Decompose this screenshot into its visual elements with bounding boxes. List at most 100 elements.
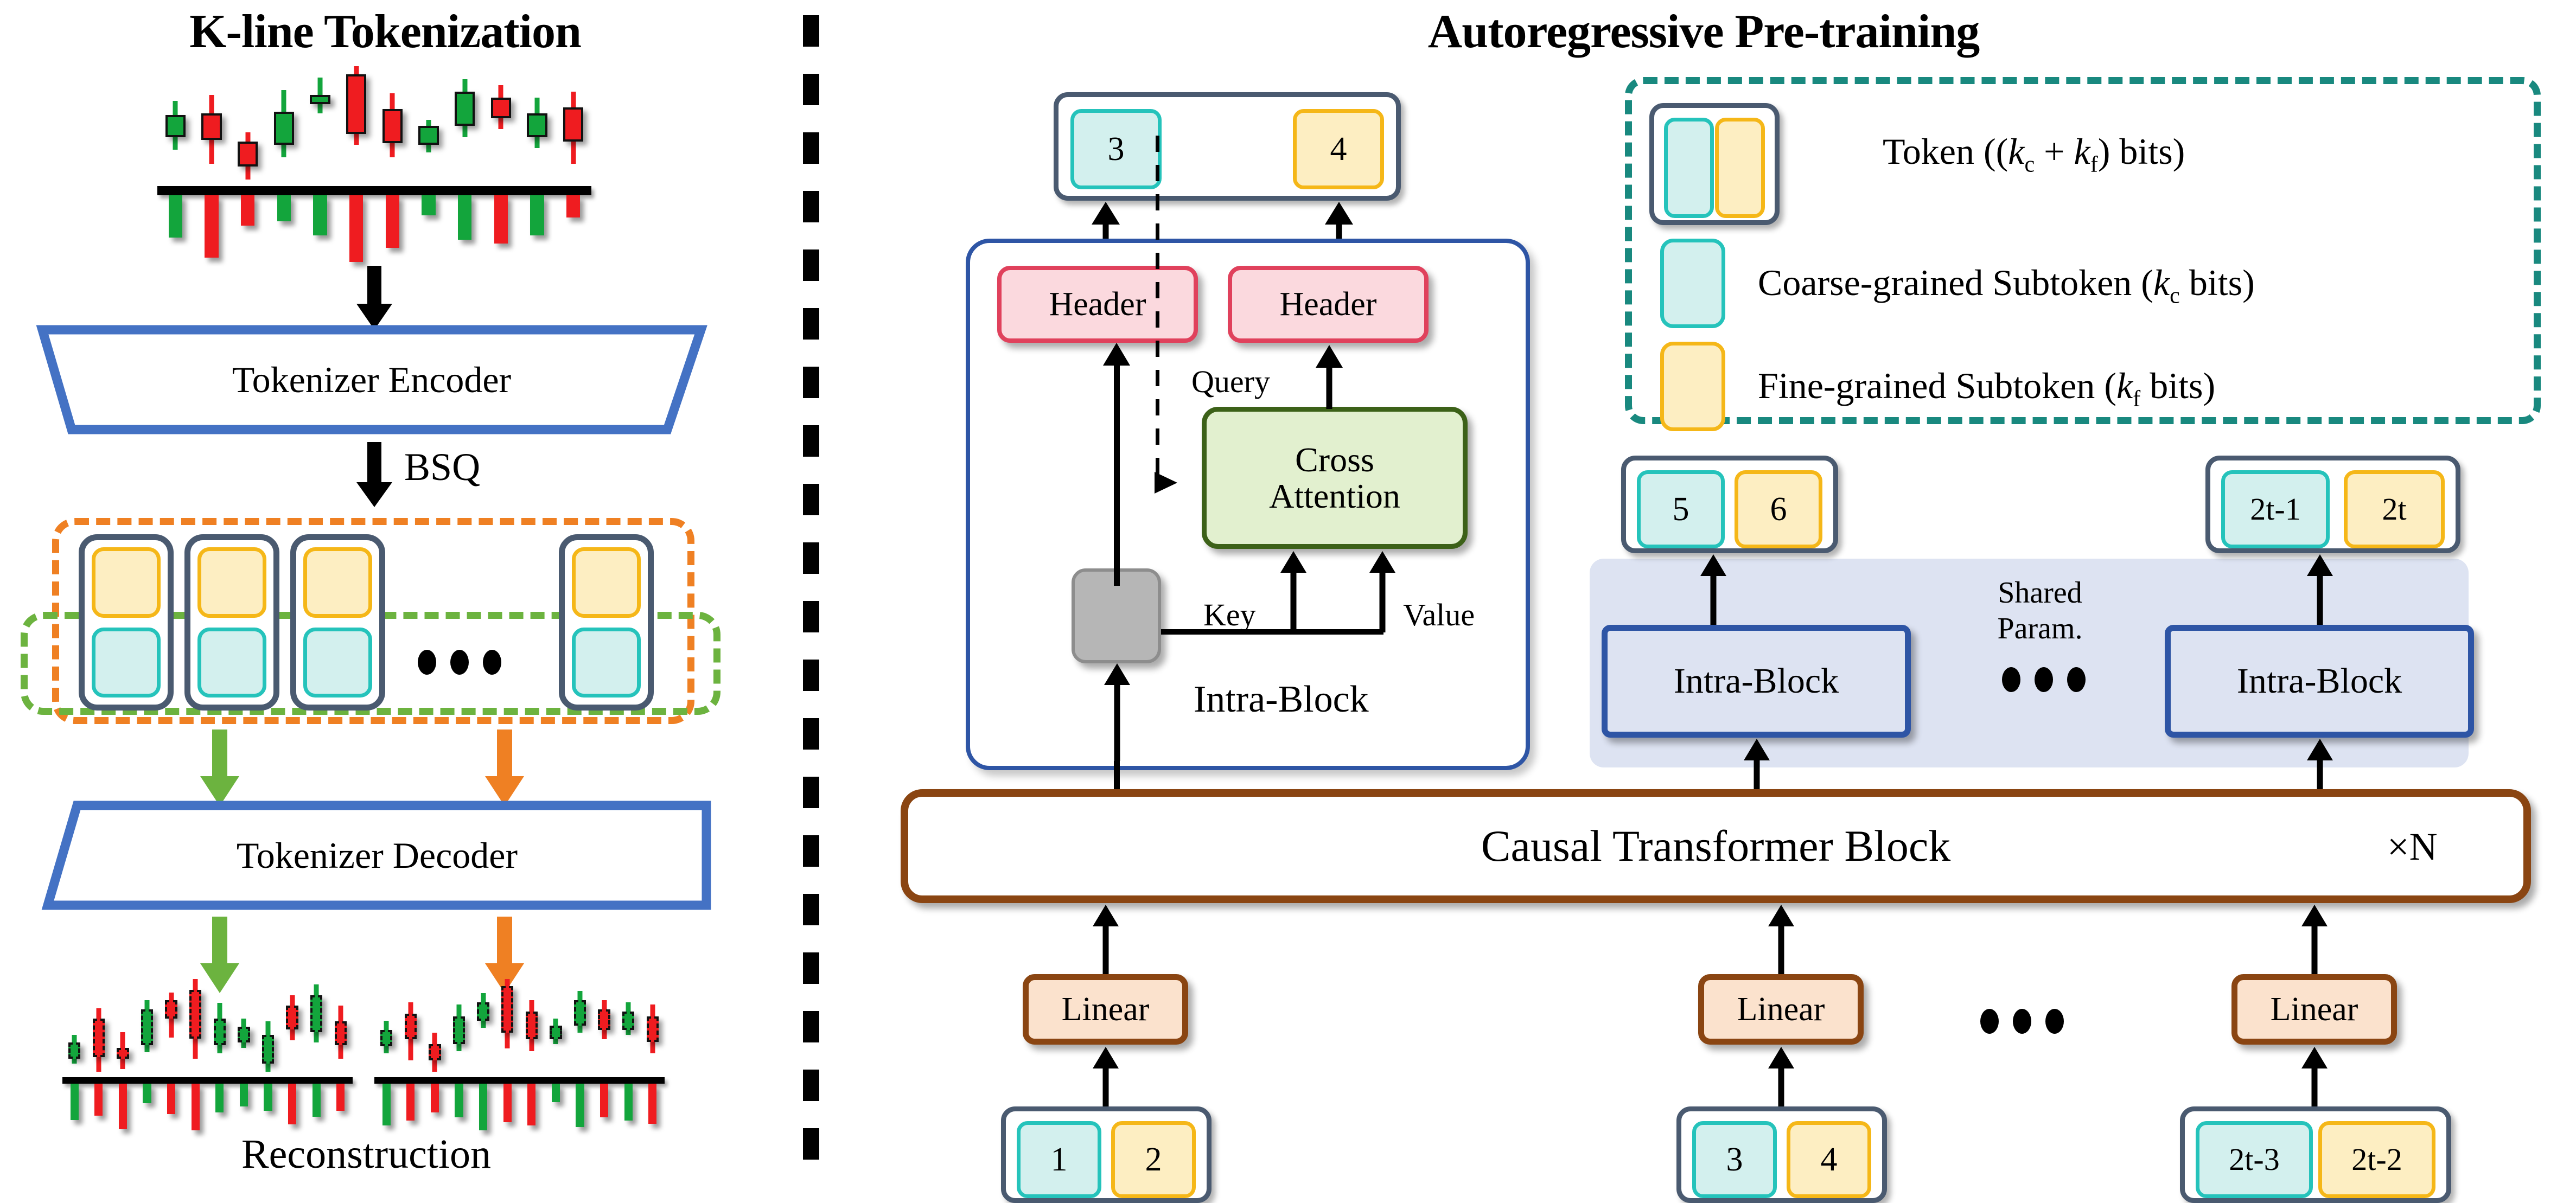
output-token-2-fine: 2t — [2344, 470, 2445, 548]
legend-token-pre: Token (( — [1883, 131, 2008, 172]
output-token-1-fine: 6 — [1735, 470, 1822, 548]
chart-baseline — [62, 1077, 353, 1084]
reconstruction-chart-right — [374, 974, 665, 1131]
volume-bar — [215, 1084, 224, 1113]
linear-box-2: Linear — [1698, 974, 1864, 1045]
candlestick — [165, 974, 177, 1077]
candlestick — [646, 974, 659, 1077]
legend-panel — [1625, 77, 2541, 424]
shared-param-line2: Param. — [1997, 612, 2083, 646]
token-group-orange-dashed — [52, 518, 694, 724]
query-dashed-line — [1156, 136, 1159, 483]
candlestick — [310, 974, 323, 1077]
legend-coarse-kc-sub: c — [2170, 283, 2180, 309]
candle-body — [598, 1009, 610, 1031]
candlestick — [477, 974, 489, 1077]
fine-subtoken — [197, 547, 266, 618]
intra-block-1: Intra-Block — [1602, 625, 1911, 738]
arrow-token1-to-linear — [1091, 1047, 1121, 1109]
input-token-0-coarse: 1 — [1017, 1121, 1101, 1198]
volume-bar — [530, 195, 544, 236]
legend-token-post: ) bits) — [2097, 131, 2185, 172]
bsq-label: BSQ — [404, 445, 481, 489]
arrowhead-to-header1 — [1103, 343, 1130, 366]
candle-body — [477, 1002, 489, 1021]
query-label: Query — [1191, 364, 1270, 399]
tokenizer-decoder-label: Tokenizer Decoder — [236, 834, 518, 876]
candle-body — [418, 126, 439, 145]
arrow-decoder-to-recon-left — [195, 917, 244, 993]
candlestick — [573, 974, 586, 1077]
arrow-token-to-decoder — [480, 730, 529, 806]
volume-bars — [157, 195, 591, 265]
chart-baseline — [374, 1077, 665, 1084]
volume-bar — [600, 1084, 609, 1117]
candlestick — [213, 974, 226, 1077]
candlestick — [550, 974, 562, 1077]
legend-fine-kf: k — [2116, 365, 2133, 406]
volume-bar — [94, 1084, 103, 1116]
candle-body — [334, 1021, 347, 1046]
legend-label-token: Token ((kc + kf) bits) — [1883, 130, 2185, 178]
candlestick — [455, 60, 475, 186]
volume-bar — [191, 1084, 200, 1131]
legend-token-fine — [1715, 118, 1765, 218]
candle-body — [573, 1000, 586, 1026]
output-token-group-2: 2t-1 2t — [2205, 456, 2460, 553]
candlestick — [501, 974, 514, 1077]
volume-bar — [167, 1084, 176, 1114]
legend-token-kc-sub: c — [2024, 151, 2035, 177]
candle-body — [501, 986, 514, 1033]
volume-bar — [312, 1084, 321, 1117]
candle-body — [622, 1012, 635, 1031]
candle-body — [490, 98, 511, 118]
candlestick — [380, 974, 393, 1077]
candle-body — [92, 1019, 105, 1058]
legend-coarse-kc: k — [2153, 262, 2170, 303]
candle-body — [404, 1014, 417, 1040]
candlestick — [525, 974, 538, 1077]
arrow-chart-to-encoder — [353, 266, 396, 330]
arrow-crossattn-to-header2 — [1313, 345, 1346, 409]
candle-body — [141, 1009, 154, 1046]
input-token-group-0: 1 2 — [1001, 1106, 1212, 1203]
candle-body — [310, 995, 323, 1032]
chart-baseline — [157, 186, 591, 196]
volume-bar — [168, 195, 182, 238]
tokenizer-encoder: Tokenizer Encoder — [36, 325, 707, 434]
output-token-0-fine: 4 — [1293, 109, 1384, 189]
candlestick — [165, 60, 186, 186]
query-arrowhead — [1155, 472, 1177, 494]
volume-bar — [406, 1084, 415, 1121]
cross-attention-line1: Cross — [1295, 440, 1374, 479]
bsq-token-n — [559, 534, 654, 711]
legend-swatch-token — [1649, 103, 1780, 225]
connector-detailpanel-to-causal — [1114, 761, 1120, 804]
legend-token-plus: + — [2035, 131, 2074, 172]
volume-bar — [264, 1084, 272, 1111]
volume-bars — [374, 1084, 665, 1133]
repeat-n-label: ×N — [2387, 825, 2438, 868]
legend-swatch-coarse — [1660, 239, 1725, 328]
candlestick — [490, 60, 511, 186]
candle-body — [382, 108, 403, 144]
arrow-coarse-to-decoder — [195, 730, 244, 806]
key-label: Key — [1203, 597, 1256, 632]
candle-body — [201, 113, 222, 140]
candle-body — [563, 107, 584, 142]
candlestick — [117, 974, 129, 1077]
candle-body — [238, 1027, 250, 1043]
coarse-subtoken — [197, 627, 266, 698]
legend-fine-kf-sub: f — [2133, 386, 2141, 412]
candle-body — [310, 94, 330, 104]
volume-bar — [648, 1084, 657, 1124]
arrow-linear1-to-causal — [1091, 905, 1121, 974]
volume-bar — [503, 1084, 512, 1123]
arrow-token3-to-linear — [2299, 1047, 2330, 1109]
arrow-linear3-to-causal — [2299, 905, 2330, 974]
candle-body — [525, 1012, 538, 1040]
legend-label-fine: Fine-grained Subtoken (kf bits) — [1758, 364, 2215, 412]
candlestick — [273, 60, 294, 186]
volume-bar — [494, 195, 508, 244]
coarse-subtoken — [92, 627, 161, 698]
